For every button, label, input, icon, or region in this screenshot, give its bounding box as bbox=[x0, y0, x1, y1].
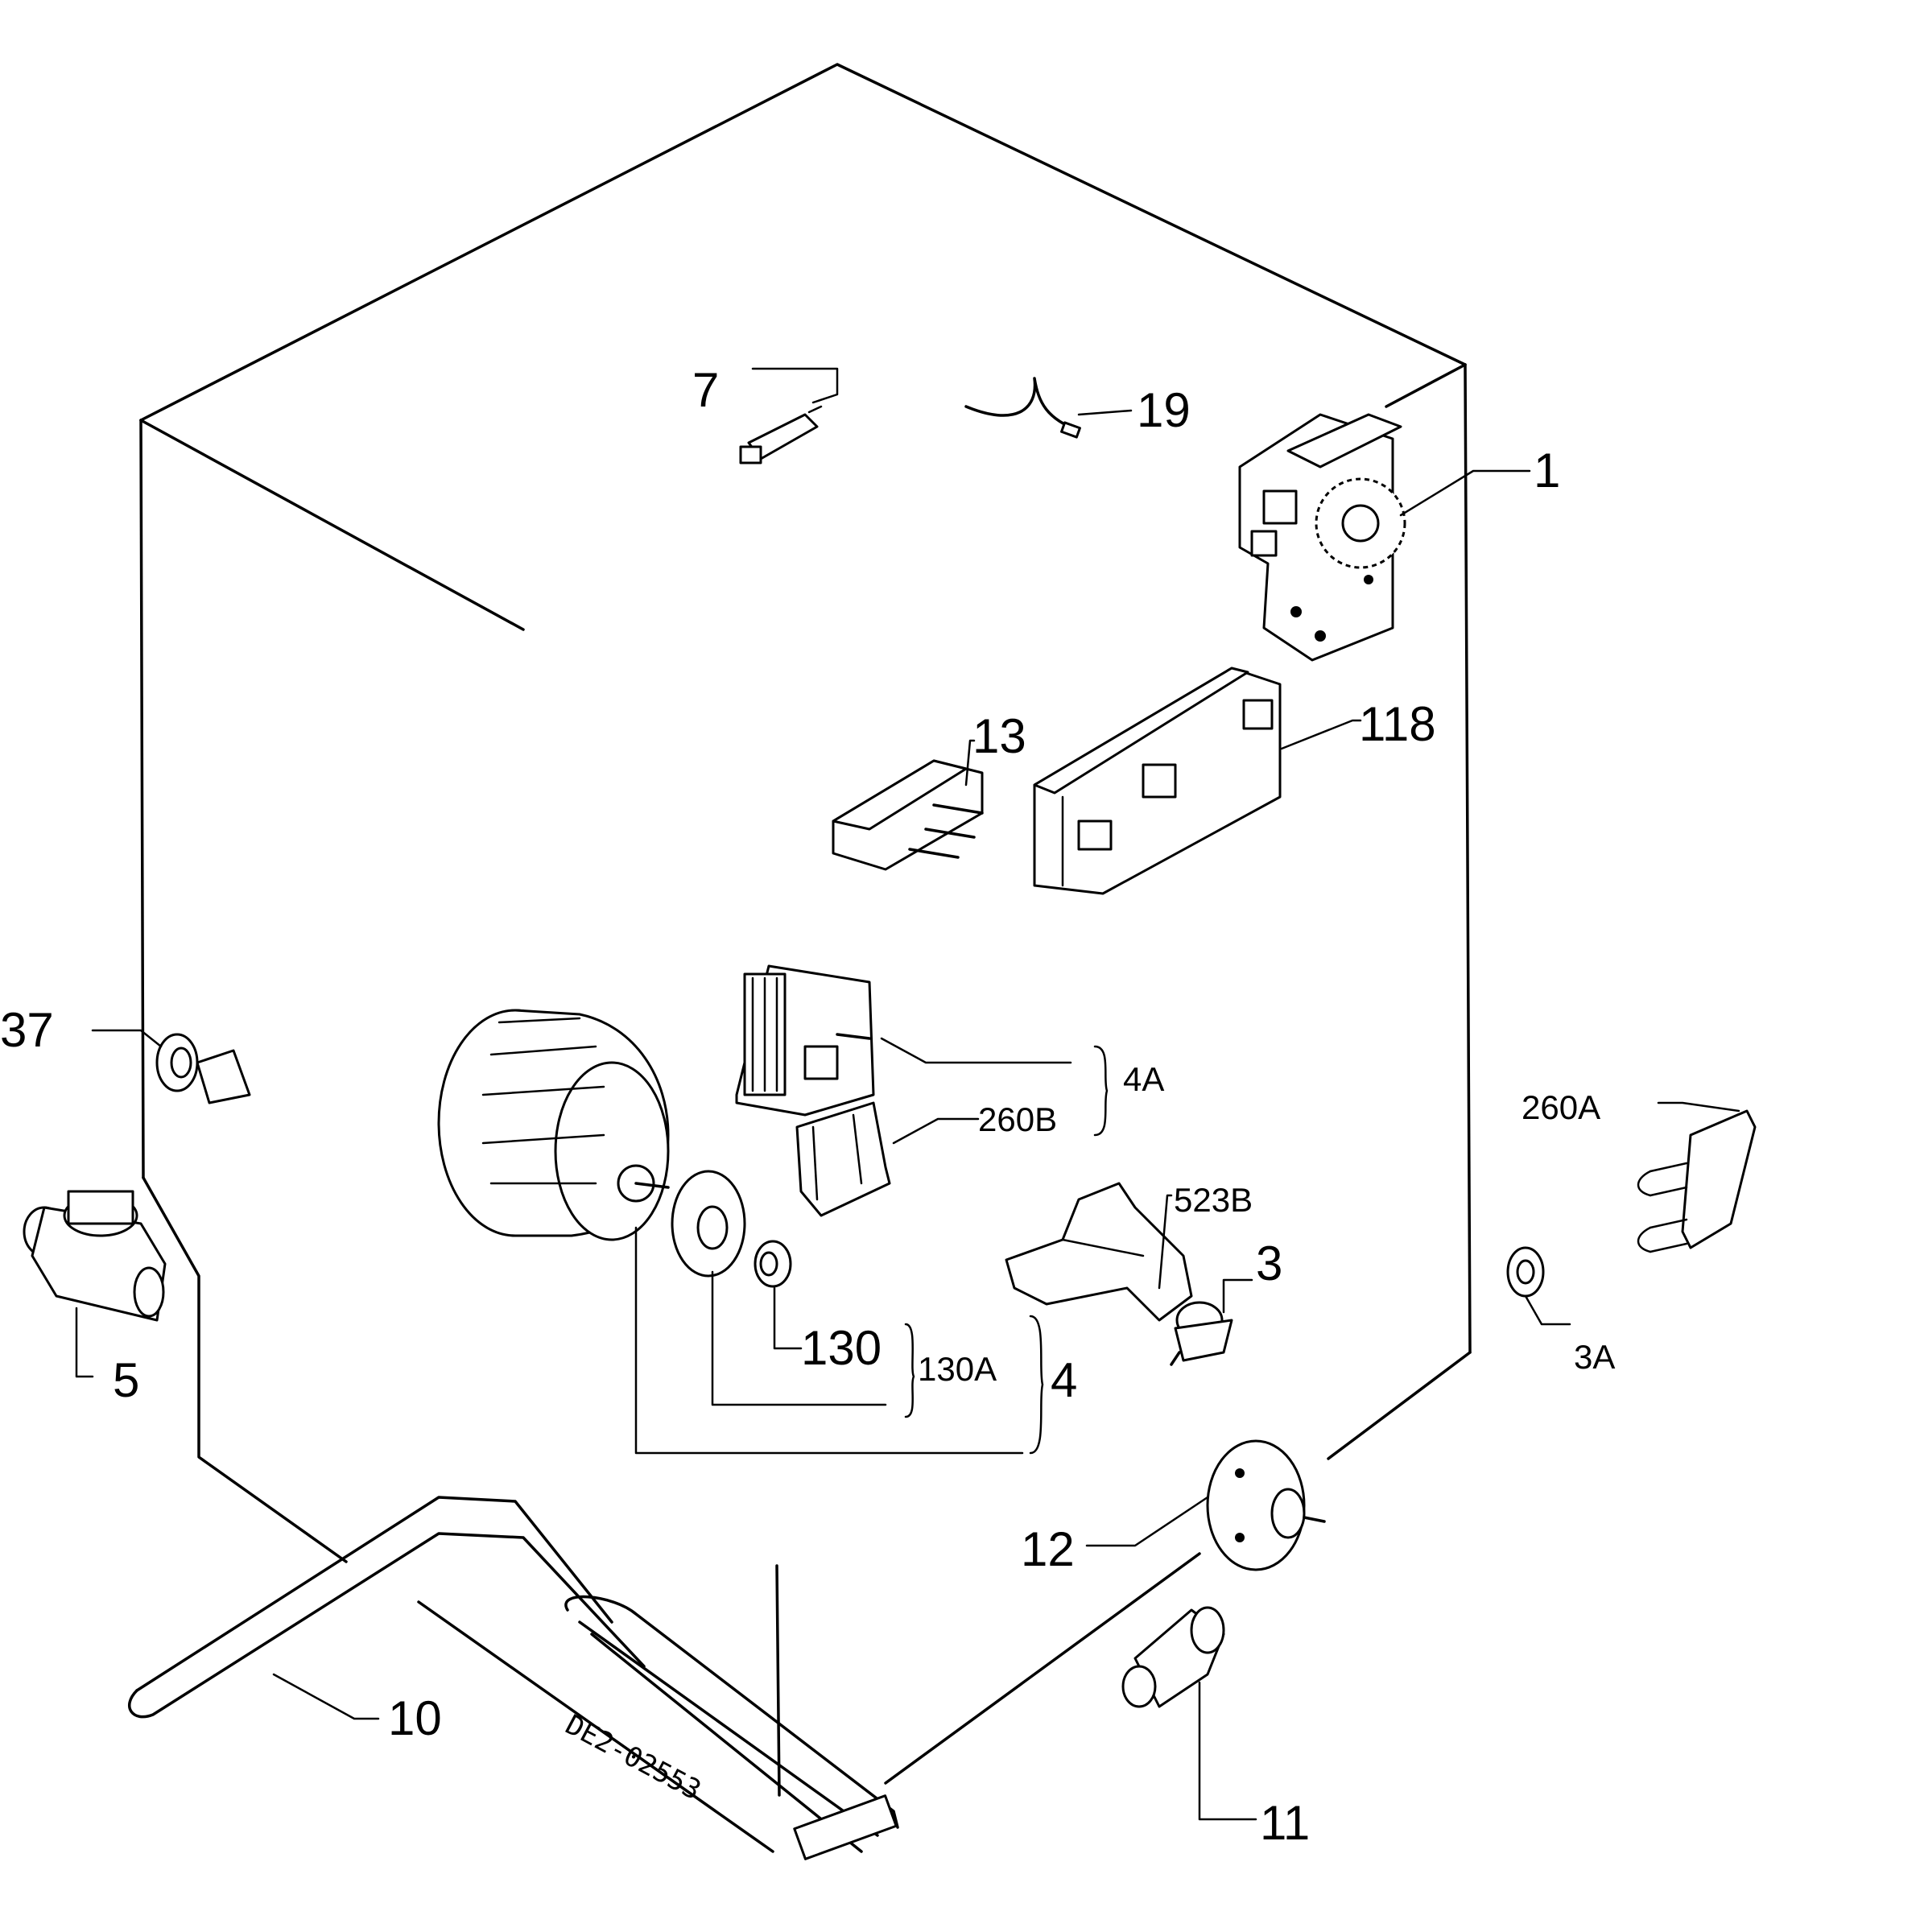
timer-programmer-part bbox=[1238, 413, 1406, 662]
main-motor-part bbox=[437, 1009, 670, 1241]
inlet-valve-part bbox=[23, 1190, 167, 1322]
drawing-code: DE2-02553 bbox=[560, 1709, 706, 1807]
label-3: 3 bbox=[1256, 1236, 1282, 1290]
bushing-part bbox=[754, 1240, 792, 1288]
label-260a: 260A bbox=[1522, 1088, 1600, 1126]
label-13: 13 bbox=[972, 709, 1026, 763]
label-10: 10 bbox=[388, 1691, 442, 1745]
braces bbox=[904, 1045, 1109, 1455]
label-130a: 130A bbox=[918, 1350, 997, 1388]
bracket-523b-part bbox=[1005, 1182, 1193, 1322]
label-7: 7 bbox=[692, 363, 719, 417]
label-19: 19 bbox=[1137, 383, 1191, 437]
label-260b: 260B bbox=[978, 1100, 1057, 1138]
label-4: 4 bbox=[1051, 1353, 1077, 1407]
switch-block-part bbox=[832, 759, 984, 871]
label-3a: 3A bbox=[1574, 1338, 1615, 1376]
electronic-module-part bbox=[1033, 667, 1282, 895]
label-5: 5 bbox=[113, 1353, 139, 1407]
pump-motor-part bbox=[735, 964, 875, 1117]
label-1: 1 bbox=[1534, 444, 1560, 497]
pulley-part bbox=[671, 1170, 746, 1278]
label-118: 118 bbox=[1359, 697, 1436, 751]
bracket-b-part bbox=[795, 1101, 891, 1217]
label-11: 11 bbox=[1260, 1796, 1310, 1850]
filter-part bbox=[1121, 1606, 1225, 1708]
pressure-switch-part bbox=[1170, 1301, 1233, 1366]
label-37: 37 bbox=[0, 1003, 54, 1057]
label-130: 130 bbox=[801, 1321, 882, 1375]
wire-part bbox=[964, 377, 1081, 439]
leader-lines bbox=[75, 367, 1740, 1821]
door-lock-part bbox=[155, 1033, 251, 1104]
disc-part bbox=[1206, 1439, 1326, 1571]
label-12: 12 bbox=[1021, 1522, 1075, 1576]
bracket-a-part bbox=[1637, 1109, 1757, 1253]
part-labels: 1 7 19 118 13 4A 260B 4 130A 130 523B 3 … bbox=[0, 363, 1615, 1850]
sensor-part bbox=[1506, 1246, 1545, 1298]
label-523b: 523B bbox=[1174, 1181, 1253, 1219]
switch-part bbox=[739, 405, 823, 464]
heating-element-part bbox=[128, 1496, 899, 1860]
cabinet-outline bbox=[139, 63, 1472, 1853]
label-4a: 4A bbox=[1123, 1060, 1164, 1098]
